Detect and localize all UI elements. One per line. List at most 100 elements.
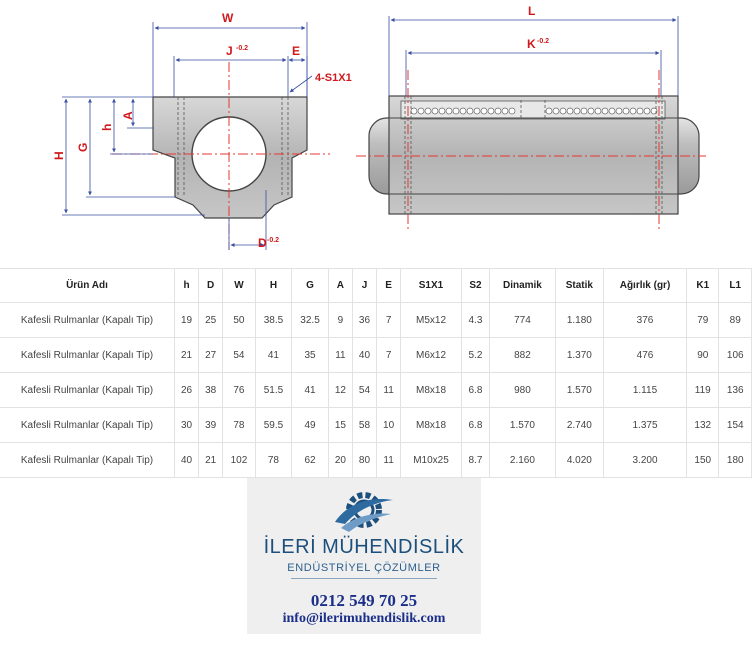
table-cell: 50: [222, 302, 256, 338]
label-J: J: [226, 44, 233, 58]
cell-product-name: Kafesli Rulmanlar (Kapalı Tip): [0, 407, 175, 443]
table-cell: 6.8: [460, 407, 490, 443]
col-header: J: [351, 268, 377, 303]
front-view: W J -0.2 E 4-S1X1 A h G H D -0.2: [52, 11, 352, 250]
side-view: L K -0.2: [356, 4, 706, 232]
table-cell: 36: [351, 302, 377, 338]
table-cell: 78: [222, 407, 256, 443]
label-W: W: [222, 11, 234, 25]
table-cell: 41: [291, 372, 329, 408]
table-cell: 980: [489, 372, 556, 408]
col-header: E: [376, 268, 401, 303]
col-header: G: [291, 268, 329, 303]
table-cell: 9: [327, 302, 353, 338]
table-cell: 25: [198, 302, 223, 338]
table-cell: 3.200: [602, 442, 687, 478]
table-cell: 35: [291, 337, 329, 373]
table-cell: 38.5: [254, 302, 292, 338]
table-cell: 40: [351, 337, 377, 373]
table-cell: M6x12: [400, 337, 462, 373]
table-cell: 2.160: [489, 442, 556, 478]
col-header: A: [327, 268, 353, 303]
table-cell: 1.180: [554, 302, 604, 338]
table-cell: 59.5: [254, 407, 292, 443]
label-L: L: [528, 4, 535, 18]
table-cell: 11: [327, 337, 353, 373]
cell-product-name: Kafesli Rulmanlar (Kapalı Tip): [0, 372, 175, 408]
label-J-tolerance: -0.2: [236, 45, 248, 52]
table-cell: 1.115: [602, 372, 687, 408]
cell-product-name: Kafesli Rulmanlar (Kapalı Tip): [0, 337, 175, 373]
contact-email[interactable]: info@ilerimuhendislik.com: [282, 611, 446, 626]
table-cell: 20: [327, 442, 353, 478]
table-header-row: Ürün Adı h D W H G A J E S1X1 S2 Dinamik…: [0, 268, 752, 303]
table-cell: 774: [489, 302, 556, 338]
table-cell: 32.5: [291, 302, 329, 338]
table-cell: 49: [291, 407, 329, 443]
table-cell: 40: [173, 442, 199, 478]
col-header: L1: [718, 268, 752, 303]
table-cell: 58: [351, 407, 377, 443]
table-cell: 5.2: [460, 337, 490, 373]
col-header: Statik: [554, 268, 604, 303]
gear-logo-icon: [335, 492, 393, 532]
label-K-tolerance: -0.2: [537, 38, 549, 45]
table-cell: 7: [376, 302, 401, 338]
table-cell: 39: [198, 407, 223, 443]
table-cell: M10x25: [400, 442, 462, 478]
spec-table: Ürün Adı h D W H G A J E S1X1 S2 Dinamik…: [0, 268, 752, 478]
col-header: Ağırlık (gr): [602, 268, 687, 303]
contact-phone: 0212 549 70 25: [310, 591, 418, 610]
table-cell: 8.7: [460, 442, 490, 478]
table-cell: 136: [718, 372, 752, 408]
label-E: E: [292, 44, 300, 58]
label-h: h: [100, 124, 114, 131]
label-K: K: [527, 37, 536, 51]
table-cell: M8x18: [400, 407, 462, 443]
ball-row: [410, 107, 658, 115]
col-header: S1X1: [400, 268, 462, 303]
table-cell: 78: [254, 442, 292, 478]
table-cell: 30: [173, 407, 199, 443]
table-cell: 882: [489, 337, 556, 373]
table-cell: 2.740: [554, 407, 604, 443]
table-cell: 27: [198, 337, 223, 373]
table-cell: 54: [222, 337, 256, 373]
table-cell: 376: [602, 302, 687, 338]
table-cell: 180: [718, 442, 752, 478]
table-cell: M5x12: [400, 302, 462, 338]
table-cell: 12: [327, 372, 353, 408]
table-cell: 26: [173, 372, 199, 408]
table-cell: 154: [718, 407, 752, 443]
table-cell: 1.570: [489, 407, 556, 443]
col-header: D: [198, 268, 223, 303]
table-cell: 11: [376, 442, 401, 478]
table-cell: 90: [686, 337, 719, 373]
table-cell: 4.3: [460, 302, 490, 338]
table-cell: M8x18: [400, 372, 462, 408]
table-cell: 1.375: [602, 407, 687, 443]
brand-name: İLERİ MÜHENDİSLİK: [263, 536, 465, 558]
table-cell: 79: [686, 302, 719, 338]
label-H: H: [52, 151, 66, 160]
table-cell: 11: [376, 372, 401, 408]
col-header: Dinamik: [489, 268, 556, 303]
table-cell: 6.8: [460, 372, 490, 408]
table-cell: 106: [718, 337, 752, 373]
label-4-S1X1: 4-S1X1: [315, 72, 352, 84]
brand-tagline: ENDÜSTRİYEL ÇÖZÜMLER: [287, 562, 441, 574]
table-cell: 62: [291, 442, 329, 478]
table-cell: 21: [198, 442, 223, 478]
col-header: W: [222, 268, 256, 303]
table-cell: 38: [198, 372, 223, 408]
table-cell: 102: [222, 442, 256, 478]
col-header: H: [254, 268, 292, 303]
col-header: K1: [686, 268, 719, 303]
table-cell: 476: [602, 337, 687, 373]
cell-product-name: Kafesli Rulmanlar (Kapalı Tip): [0, 302, 175, 338]
label-G: G: [76, 143, 90, 152]
table-cell: 7: [376, 337, 401, 373]
